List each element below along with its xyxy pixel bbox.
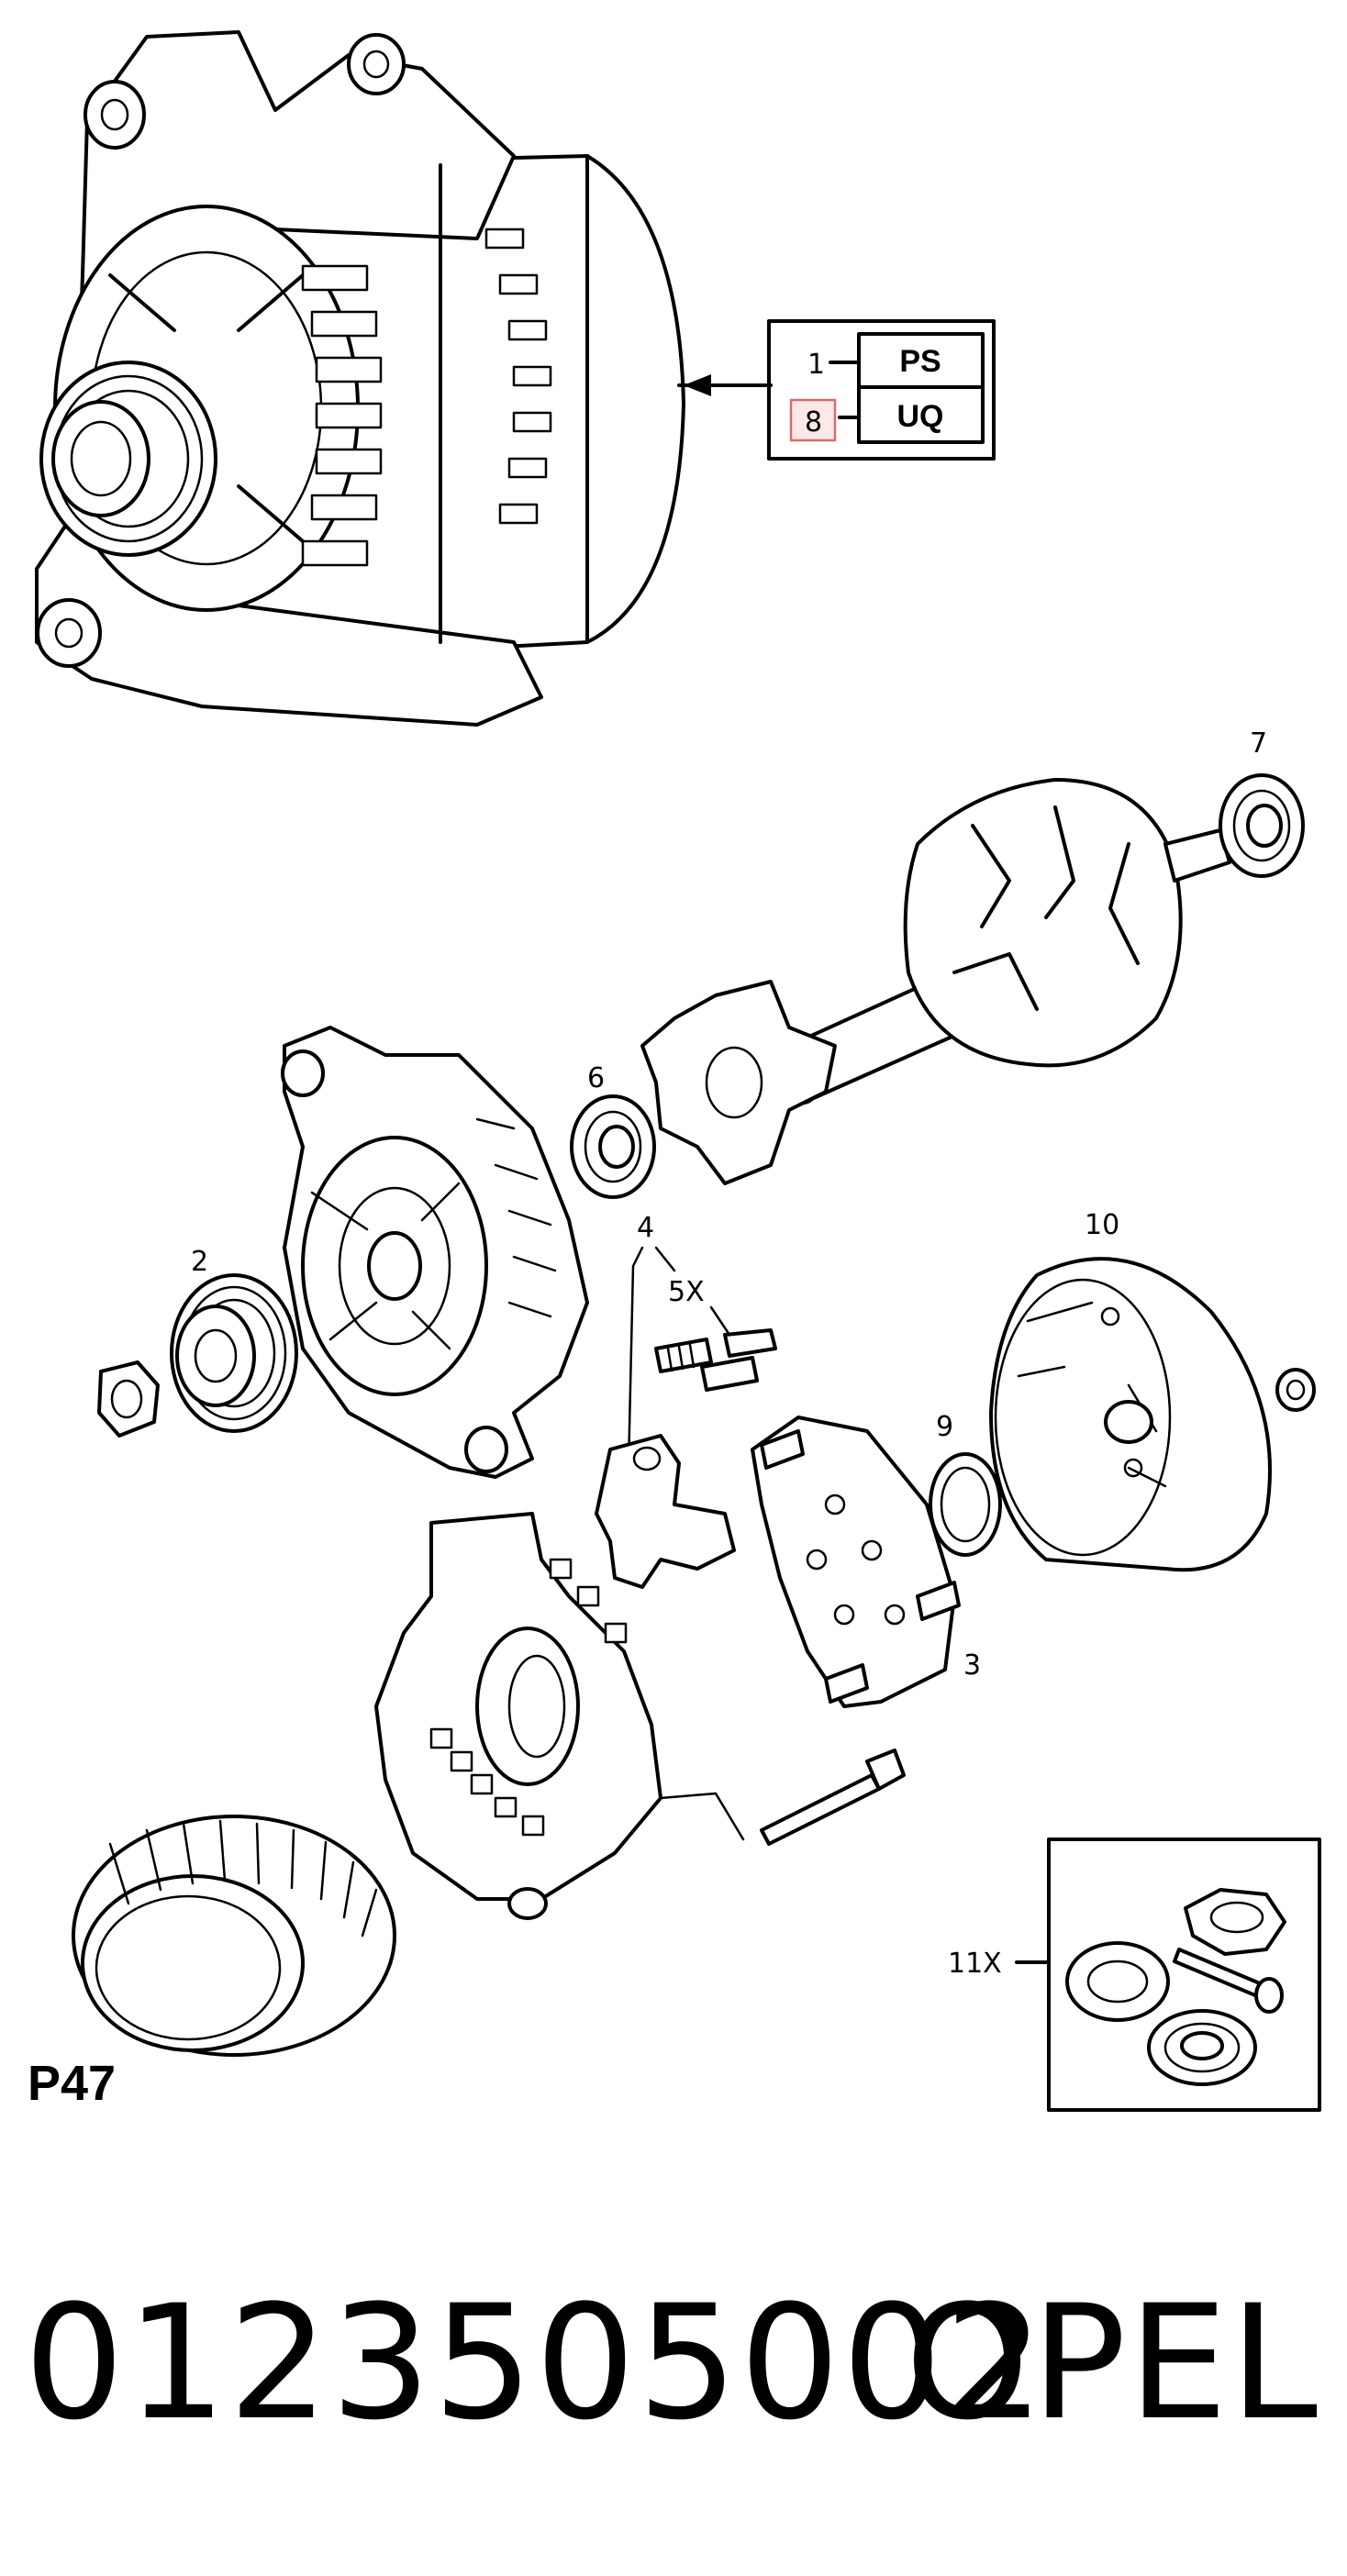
through-bolt xyxy=(659,1749,906,1846)
rectifier-3: 3 xyxy=(751,1416,981,1708)
callout-7: 7 xyxy=(1250,727,1267,760)
rotor-assembly xyxy=(783,778,1231,1105)
nut xyxy=(97,1360,160,1438)
legend-row-1-code: PS xyxy=(899,344,941,379)
callout-3: 3 xyxy=(963,1649,981,1682)
callout-5x: 5X xyxy=(668,1276,705,1308)
callout-11x: 11X xyxy=(948,1948,1002,1980)
callout-10: 10 xyxy=(1085,1209,1119,1241)
bearing-7: 7 xyxy=(1219,727,1305,878)
legend-highlight xyxy=(789,398,837,442)
cover-screw xyxy=(1275,1368,1316,1412)
brush-holder-4: 4 xyxy=(595,1212,736,1589)
legend-row-2-code: UQ xyxy=(897,399,944,434)
legend-box: 1 PS 8 UQ xyxy=(677,319,996,461)
callout-2: 2 xyxy=(191,1246,208,1278)
brushes-5x: 5X xyxy=(654,1276,777,1392)
callout-6: 6 xyxy=(587,1062,605,1094)
fan xyxy=(640,980,837,1185)
callout-4: 4 xyxy=(637,1212,654,1244)
legend-row-1-callout: 1 xyxy=(807,349,825,381)
bearing-6: 6 xyxy=(570,1062,656,1199)
rear-housing xyxy=(374,1512,662,1920)
pulley-2: 2 xyxy=(170,1246,298,1433)
assembled-alternator xyxy=(35,30,685,727)
stator xyxy=(72,1815,396,2057)
rear-cover-10: 10 xyxy=(989,1209,1272,1572)
part-number: 0123505002 xyxy=(24,2271,1047,2455)
brand-name: OPEL xyxy=(905,2271,1319,2455)
front-housing xyxy=(281,1026,589,1479)
page-label: P47 xyxy=(28,2056,117,2111)
seal-ring-9: 9 xyxy=(929,1411,1002,1557)
callout-9: 9 xyxy=(936,1411,953,1443)
legend-row-2-callout: 8 xyxy=(805,406,822,439)
hardware-kit-inset: 11X xyxy=(948,1838,1321,2112)
